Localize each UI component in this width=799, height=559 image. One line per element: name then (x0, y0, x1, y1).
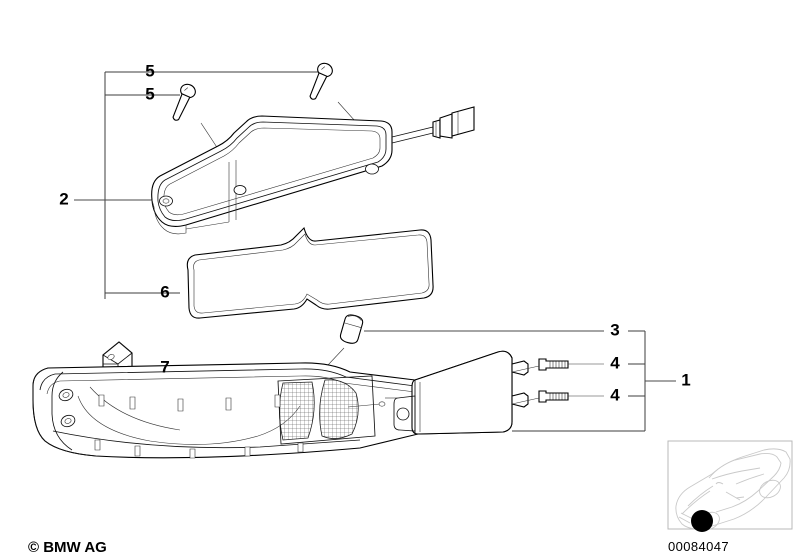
part-6-gasket (186, 226, 434, 319)
inset-car-drawing (675, 448, 791, 532)
housing-outer-shell (151, 115, 393, 228)
connector-collar (432, 119, 441, 139)
screw-4l-shape (538, 390, 569, 403)
housing-partition-base (185, 221, 230, 230)
lamp-reflector-hatch (279, 379, 359, 441)
clip-hole (107, 354, 115, 360)
lamp-housing-boss (393, 395, 416, 432)
screw-4u-shape (538, 358, 569, 371)
lens-slot-6 (94, 439, 101, 451)
bulb-neck-line (343, 322, 362, 329)
callout-number-2: 2 (59, 189, 68, 208)
inset-car-mirror (715, 482, 724, 485)
copyright-text: © BMW AG (28, 539, 107, 556)
screw-5-upper (309, 62, 373, 141)
inset-car-door-handle (735, 496, 745, 499)
screw-slot (321, 66, 326, 70)
gasket-inner (193, 233, 430, 314)
connector-body (439, 113, 453, 139)
inset-car-grille-a (678, 516, 691, 524)
callout-number-6: 6 (160, 282, 169, 301)
screw-4l-threads (549, 393, 566, 400)
housing-hole-mid (233, 184, 247, 196)
lamp-hole-upper-left-inner (62, 392, 70, 398)
callout-number-4-upper: 4 (610, 353, 620, 372)
callout-number-4-lower: 4 (610, 385, 620, 404)
screw-slot (184, 87, 189, 91)
lamp-left-endcap-inner (51, 371, 73, 451)
lens-slot-1 (98, 394, 105, 407)
lamp-lens-sweep-2 (89, 386, 181, 431)
bracket-group-2 (74, 71, 325, 299)
lens-slot-5 (274, 394, 281, 408)
lamp-detail-eyelet (378, 401, 386, 407)
bracket-group-1 (512, 330, 676, 432)
inset-car-side-glass (735, 473, 765, 485)
lamp-hole-lower-left-inner (64, 418, 72, 424)
vehicle-location-inset (667, 440, 793, 532)
part-3-bulb (311, 314, 604, 383)
inset-location-marker (691, 510, 713, 532)
lens-slot-2 (129, 396, 136, 410)
inset-frame (667, 440, 793, 530)
callout-number-5-upper: 5 (145, 61, 154, 80)
lens-slot-3 (177, 398, 184, 412)
lamp-tab-upper (511, 360, 529, 376)
inset-car-pillar (725, 491, 741, 501)
screw-4l-pointer (511, 397, 540, 405)
screw-5-lower (172, 83, 225, 159)
screw-shank (172, 93, 191, 121)
lamp-lens-slots (94, 394, 304, 459)
clip-top-face (102, 341, 133, 365)
screw-4-lower (511, 390, 604, 405)
callout-number-3: 3 (610, 320, 619, 339)
lamp-top-crease (39, 368, 416, 391)
callout-number-7: 7 (160, 357, 169, 376)
part-2-lamp-housing (151, 106, 475, 235)
screw-4-upper (511, 358, 604, 373)
lamp-detail-line (347, 403, 381, 408)
lens-slot-4 (225, 397, 232, 411)
screw-4u-threads (549, 361, 566, 368)
housing-inner-rim-2 (163, 127, 381, 216)
bulb-cap-line (347, 315, 362, 321)
diagram-number: 00084047 (668, 539, 729, 554)
housing-bottom-edge (151, 199, 187, 235)
lamp-tab-lower (511, 392, 529, 408)
lens-slot-9 (244, 446, 251, 457)
inset-car-hood-2 (681, 490, 711, 515)
housing-connector (432, 106, 475, 139)
inset-car-windshield (711, 467, 761, 480)
inset-car-hood (687, 485, 714, 507)
callout-number-5-lower: 5 (145, 84, 154, 103)
lamp-left-endcap (32, 367, 97, 457)
callout-number-1: 1 (681, 370, 690, 389)
housing-cable-bottom (391, 132, 434, 144)
housing-inner-rim (157, 121, 387, 222)
hatch-block-a (279, 381, 315, 441)
lamp-boss-hole (396, 407, 410, 421)
lamp-reflector-frame (277, 375, 376, 445)
inset-car-grille-b (680, 512, 694, 520)
lens-slot-7 (134, 445, 141, 457)
housing-hole-right (365, 163, 379, 175)
gasket-outer (186, 226, 434, 319)
bulb-body (339, 314, 364, 344)
lamp-right-housing (411, 350, 513, 435)
connector-plug (451, 106, 475, 137)
housing-hole-left-inner (162, 198, 170, 204)
screw-4u-pointer (511, 365, 540, 373)
lens-slot-10 (297, 442, 304, 453)
inset-car-rear-wheel (759, 479, 781, 499)
inset-car-greenhouse (708, 452, 782, 513)
housing-cable-top (391, 126, 434, 138)
lamp-lens-sweep (77, 395, 301, 445)
lens-slot-8 (189, 448, 196, 459)
screw-shank (309, 72, 328, 100)
hatch-block-b (319, 379, 359, 439)
part-1-lamp-assembly (32, 350, 529, 459)
